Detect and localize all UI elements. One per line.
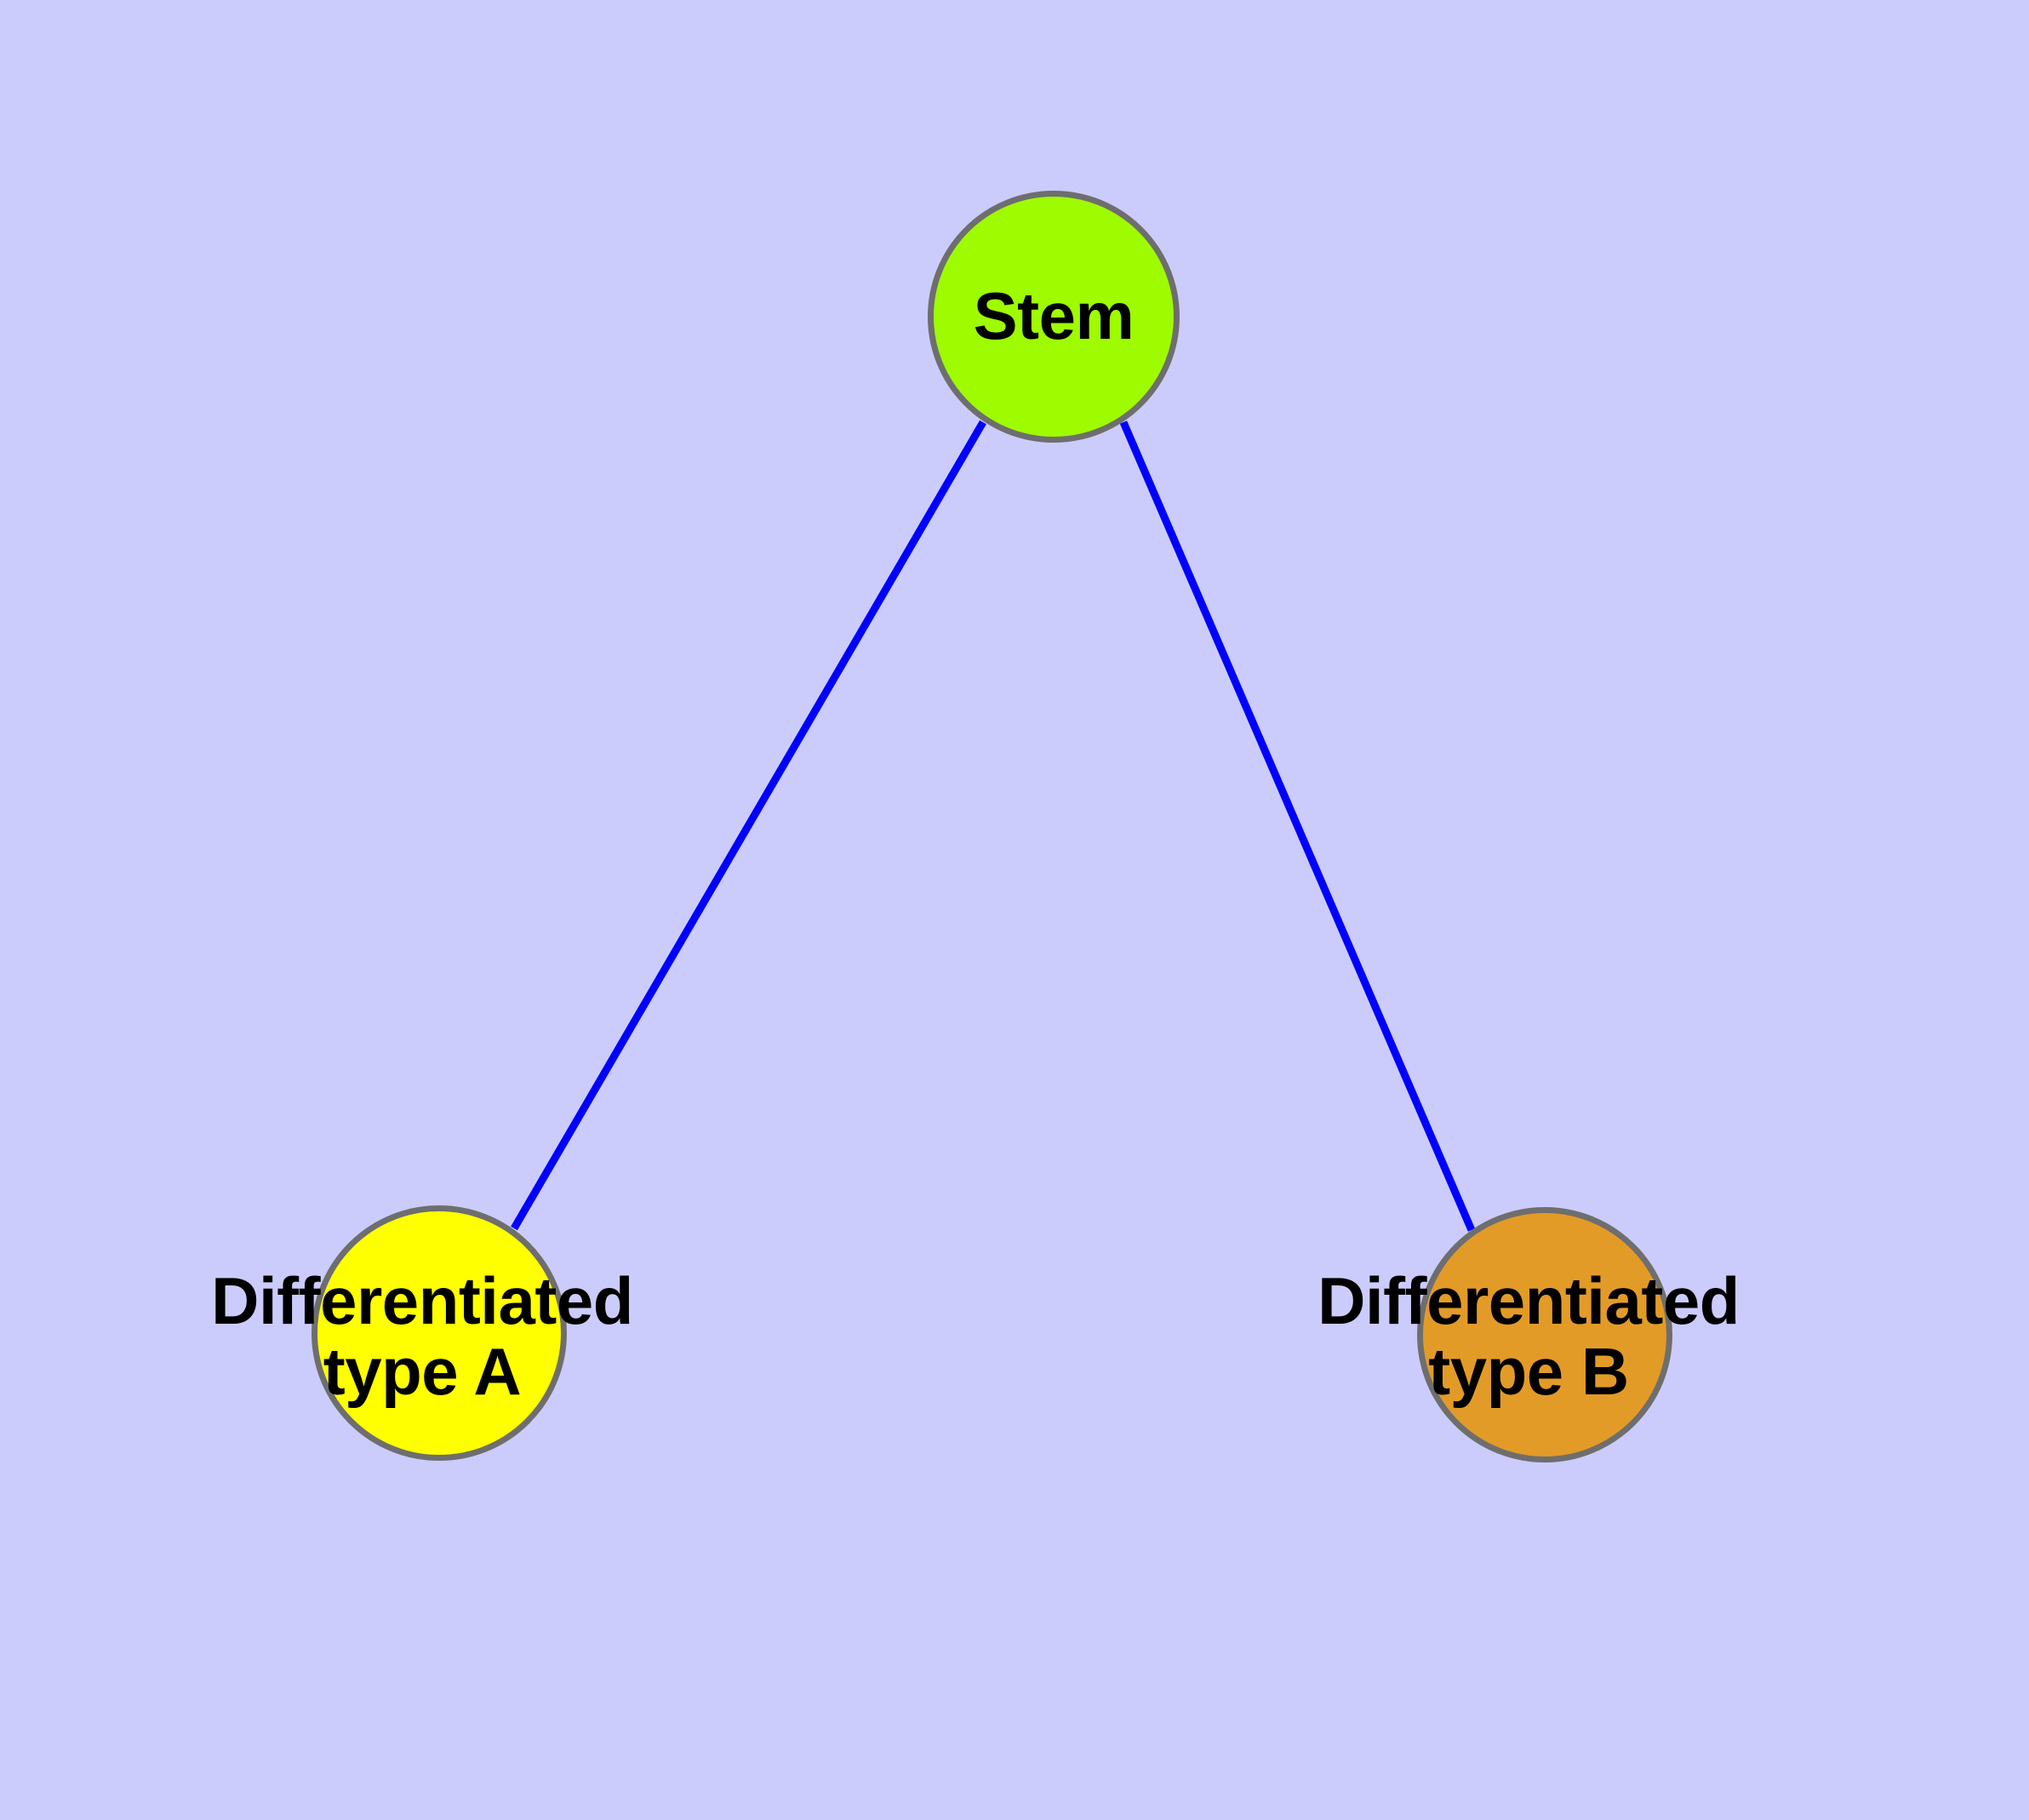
node-stem[interactable] [928,191,1180,443]
node-differentiated-type-a[interactable] [311,1205,567,1461]
edge-stem-to-differentiated-type-b[interactable] [1119,421,1476,1232]
node-differentiated-type-b[interactable] [1417,1207,1672,1462]
edge-stem-to-differentiated-type-a[interactable] [511,420,986,1231]
